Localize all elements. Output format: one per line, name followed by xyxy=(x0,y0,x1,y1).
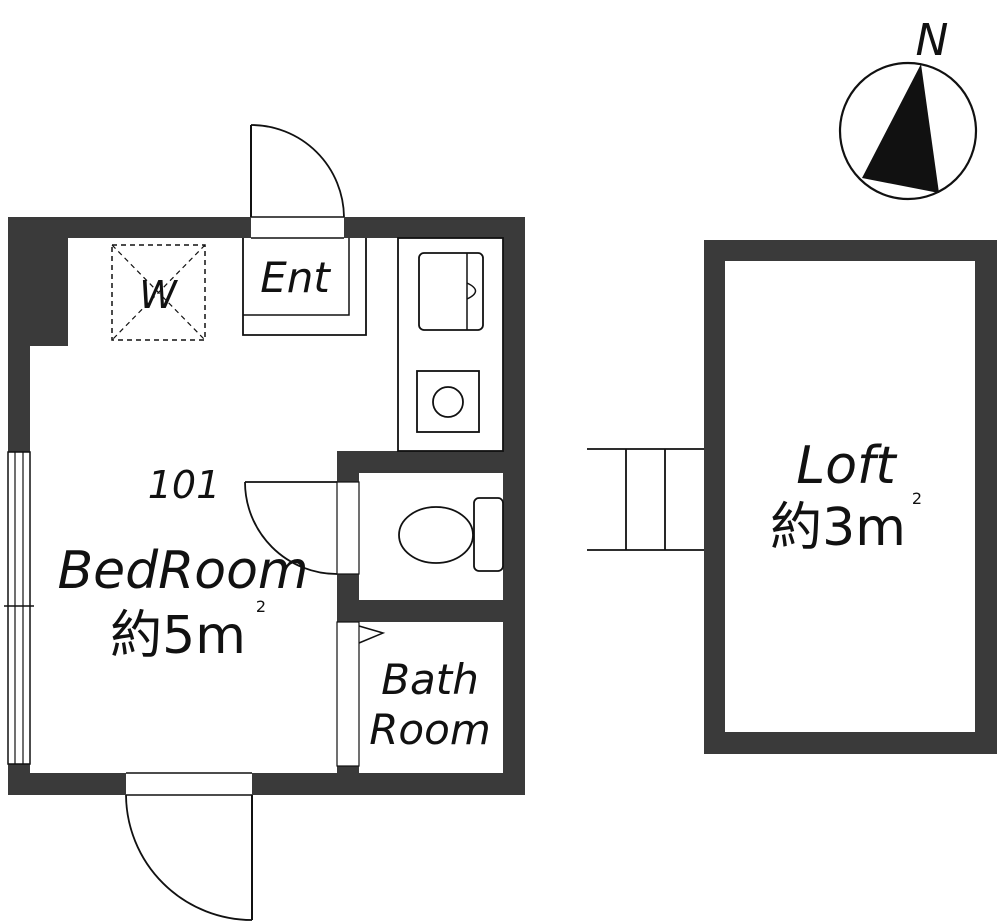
unit-number: 101 xyxy=(148,463,221,507)
balcony-door xyxy=(125,772,253,921)
stove-burner xyxy=(432,386,464,418)
bath-door-marker xyxy=(358,625,386,644)
closet-label: W xyxy=(139,273,178,317)
compass: N xyxy=(838,15,978,201)
toilet-top-wall xyxy=(337,451,503,473)
loft-wall xyxy=(704,240,997,754)
toilet-tank xyxy=(473,497,504,572)
toilet-bath-divider xyxy=(337,600,503,622)
bath-room xyxy=(336,621,386,767)
loft-area-superscript: 2 xyxy=(912,489,922,508)
entrance-area xyxy=(242,238,367,336)
bath-label-line2: Room xyxy=(369,705,491,754)
compass-needle-icon xyxy=(862,64,939,193)
left-window xyxy=(4,451,34,765)
entrance-door xyxy=(250,124,345,239)
loft-area: 約3m xyxy=(770,498,906,558)
kitchen-counter xyxy=(397,237,504,452)
stove xyxy=(416,370,480,433)
loft xyxy=(704,240,997,754)
compass-north-label: N xyxy=(916,15,949,66)
closet xyxy=(111,244,206,341)
toilet-room xyxy=(244,481,504,575)
toilet-bowl xyxy=(398,506,474,564)
corner-pillar xyxy=(30,238,68,346)
bedroom-label: BedRoom xyxy=(57,541,308,601)
sink xyxy=(418,252,484,331)
kitchen xyxy=(397,237,504,452)
bedroom-area: 約5m xyxy=(110,606,246,666)
loft-label: Loft xyxy=(796,436,897,496)
bedroom-area-superscript: 2 xyxy=(256,597,266,616)
bath-label-line1: Bath xyxy=(381,655,479,704)
entrance-label: Ent xyxy=(260,253,331,302)
loft-ladder xyxy=(587,448,705,551)
